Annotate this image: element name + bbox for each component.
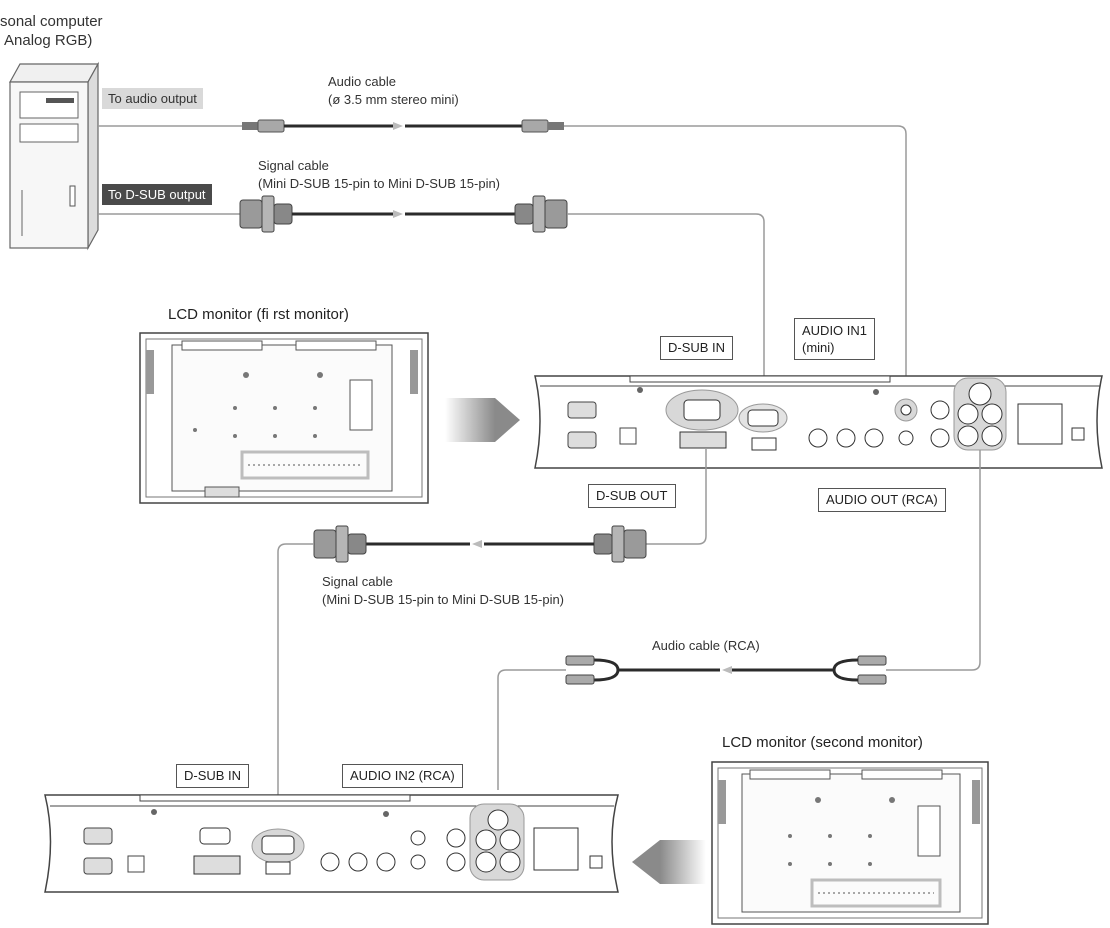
- zoom-arrow-first: [445, 398, 520, 442]
- audio-mini-cable-name: Audio cable: [328, 74, 396, 89]
- audio-rca-cable-name: Audio cable (RCA): [652, 638, 760, 653]
- second-audio-in2-label: AUDIO IN2 (RCA): [342, 764, 463, 788]
- pc-title-line1: sonal computer: [0, 13, 103, 30]
- first-monitor-thumbnail: [139, 332, 429, 504]
- first-monitor-title: LCD monitor (fi rst monitor): [168, 306, 349, 323]
- first-dsub-out-label: D-SUB OUT: [588, 484, 676, 508]
- audio-mini-cable-spec: (ø 3.5 mm stereo mini): [328, 92, 459, 107]
- audio-mini-cable: [98, 119, 907, 400]
- second-monitor-title: LCD monitor (second monitor): [722, 734, 923, 751]
- signal-cable-2: [277, 448, 707, 830]
- signal-cable-2-spec: (Mini D-SUB 15-pin to Mini D-SUB 15-pin): [322, 592, 565, 607]
- to-audio-output-tag: To audio output: [102, 88, 203, 109]
- signal-cable-1-spec: (Mini D-SUB 15-pin to Mini D-SUB 15-pin): [258, 176, 501, 191]
- first-monitor-panel: [534, 375, 1103, 469]
- second-dsub-in-label: D-SUB IN: [176, 764, 250, 788]
- first-audio-out-label: AUDIO OUT (RCA): [818, 488, 946, 512]
- pc-tower: [8, 61, 100, 251]
- second-monitor-thumbnail: [711, 761, 989, 925]
- to-dsub-output-tag: To D-SUB output: [102, 184, 212, 205]
- first-audio-in1-label: AUDIO IN1 (mini): [794, 318, 876, 360]
- pc-title-line2: Analog RGB): [4, 32, 93, 49]
- signal-cable-1: [98, 195, 765, 400]
- first-dsub-in-label: D-SUB IN: [660, 336, 734, 360]
- signal-cable-1-name: Signal cable: [258, 158, 329, 173]
- first-audio-in1-line2: (mini): [802, 340, 835, 355]
- second-monitor-panel: [44, 794, 619, 893]
- audio-rca-cable: [497, 450, 981, 790]
- zoom-arrow-second: [632, 840, 706, 884]
- first-audio-in1-line1: AUDIO IN1: [802, 323, 868, 338]
- signal-cable-2-name: Signal cable: [322, 574, 393, 589]
